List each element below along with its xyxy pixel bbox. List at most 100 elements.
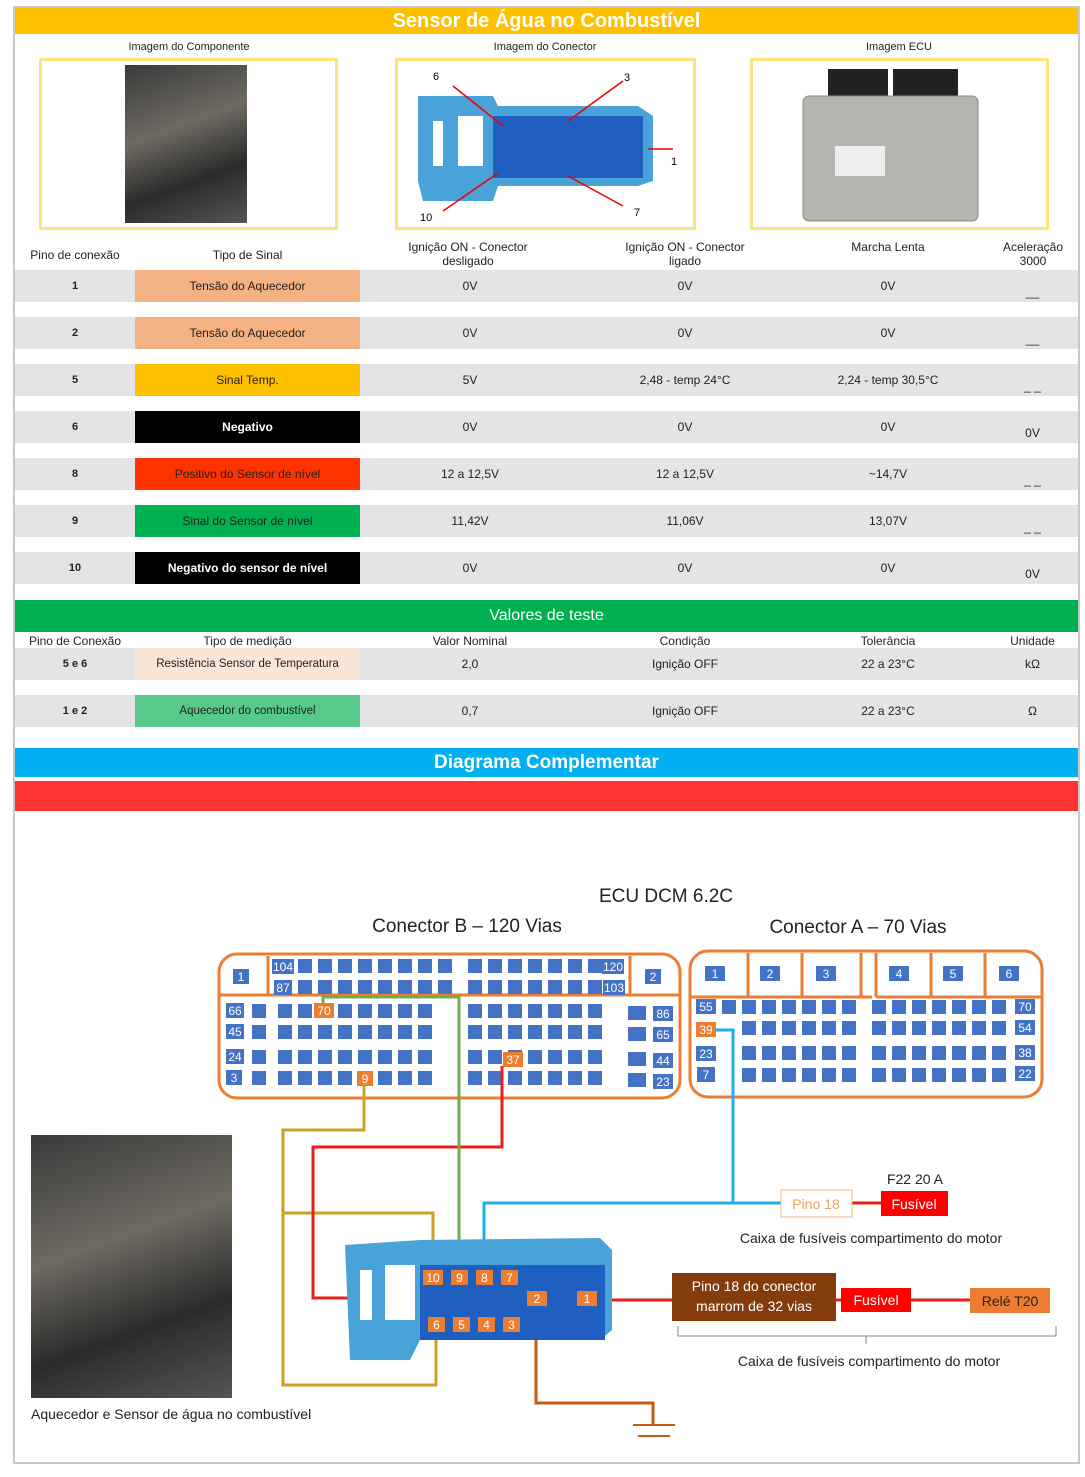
connector-pin (438, 980, 452, 994)
connector-pin (527, 1291, 547, 1306)
idle-value: 0V (880, 326, 896, 340)
signal-type-cell: Sinal do Sensor de nível (135, 505, 360, 537)
accel-value: __ (1025, 285, 1040, 299)
connector-pin (508, 1025, 522, 1039)
pin-number-label: 104 (273, 960, 293, 974)
connector-pin (912, 1068, 926, 1082)
pin-number-label: 103 (604, 981, 624, 995)
connector-pin (802, 1046, 816, 1060)
test-values-title: Valores de teste (15, 600, 1078, 632)
pin-number-label: 22 (1018, 1067, 1032, 1081)
test-row: 5 e 6 Resistência Sensor de Temperatura … (15, 648, 1078, 680)
header-ign-on-connector: Ignição ON - Conector ligado (625, 240, 745, 268)
connector-pin (528, 1071, 542, 1085)
signal-type-cell: Tensão do Aquecedor (135, 317, 360, 349)
connector-pin (298, 1050, 312, 1064)
connector-pin (528, 980, 542, 994)
connector-pin (488, 1050, 502, 1064)
pin-number-label: 6 (433, 1318, 440, 1332)
connector-pin (451, 1270, 468, 1285)
connector-image-label: Imagem do Conector (493, 41, 597, 53)
accel-value: 0V (1025, 426, 1040, 440)
pin-number-label: 8 (481, 1271, 488, 1285)
connector-pin (358, 959, 372, 973)
condition-value: Ignição OFF (651, 657, 719, 671)
connector-pin (378, 959, 392, 973)
test-header-condition: Condição (659, 634, 711, 648)
ign-on-value: 2,48 - temp 24°C (639, 373, 731, 387)
ecu-model-label: ECU DCM 6.2C (599, 886, 733, 907)
connector-pin (628, 1027, 646, 1041)
wire-pin2-ground (534, 1306, 655, 1425)
connector-pin (568, 980, 582, 994)
fuse-box-1 (881, 1191, 948, 1216)
connector-pin (252, 1025, 266, 1039)
connector-pin (972, 1046, 986, 1060)
page-title: Sensor de Água no Combustível (15, 8, 1078, 34)
connector-pin (992, 1046, 1006, 1060)
connector-pin (588, 1050, 602, 1064)
connector-pin (298, 980, 312, 994)
connector-illustration: 6 3 1 10 7 (418, 71, 677, 224)
connector-pin (298, 1004, 312, 1018)
pin-number-label: 23 (656, 1075, 670, 1089)
connector-pin (528, 1004, 542, 1018)
connector-pin (528, 1050, 542, 1064)
ign-on-value: 0V (677, 279, 693, 293)
pin-number-label: 3 (231, 1071, 238, 1085)
connector-pin (568, 1025, 582, 1039)
pin-number-label: 24 (228, 1050, 242, 1064)
pin-number-label: 2 (534, 1292, 541, 1306)
signal-row: 1 Tensão do Aquecedor 0V 0V 0V __ (15, 270, 1078, 302)
accel-value: __ (1025, 332, 1040, 346)
connector-pin (378, 1071, 392, 1085)
connector-pin (992, 1021, 1006, 1035)
wire-pin8 (482, 1028, 781, 1265)
connector-pin (278, 1004, 292, 1018)
connector-pin (653, 1027, 673, 1042)
connector-pin (653, 1006, 673, 1021)
pin-number-label: 3 (823, 967, 830, 981)
wire-pin9-signal (321, 995, 461, 1265)
signal-row: 9 Sinal do Sensor de nível 11,42V 11,06V… (15, 505, 1078, 537)
connector-pin (398, 959, 412, 973)
pin-number-label: 4 (896, 967, 903, 981)
pin-number-label: 1 (584, 1292, 591, 1306)
idle-value: ~14,7V (868, 467, 908, 481)
connector-pin (762, 1046, 776, 1060)
connector-pin (418, 1071, 432, 1085)
connector-pin (378, 980, 392, 994)
connector-pin (468, 1071, 482, 1085)
wire-pin9 (281, 1084, 438, 1387)
connector-pin (588, 1004, 602, 1018)
accel-value: 0V (1025, 567, 1040, 581)
red-separator (15, 781, 1078, 811)
fuse-box-caption-1: Caixa de fusíveis compartimento do motor (740, 1230, 1003, 1246)
nominal-value: 0,7 (461, 704, 479, 718)
connector-pin (418, 1004, 432, 1018)
pin-number-label: 5 (458, 1318, 465, 1332)
connector-pin (943, 966, 963, 981)
connector-pin (588, 959, 602, 973)
pin-number-label: 7 (703, 1068, 710, 1082)
connector-pin (358, 980, 372, 994)
ign-on-value: 11,06V (666, 514, 704, 528)
connector-pin (338, 1025, 352, 1039)
pin-number-label: 44 (656, 1054, 670, 1068)
connector-pin (488, 1025, 502, 1039)
connector-pin (398, 1050, 412, 1064)
connector-pin (488, 980, 502, 994)
connector-pin (568, 1050, 582, 1064)
connector-pin (418, 1025, 432, 1039)
connector-pin (314, 1003, 334, 1018)
ecu-image-box (750, 58, 1049, 230)
ecu-image-label: Imagem ECU (865, 41, 933, 53)
connector-pin (932, 1021, 946, 1035)
fuse-box-caption-2: Caixa de fusíveis compartimento do motor (738, 1353, 1001, 1369)
connector-pin (912, 1046, 926, 1060)
pin-cell: 5 (71, 374, 79, 386)
connector-pin (872, 1046, 886, 1060)
test-header-tolerance: Tolerância (860, 634, 916, 648)
connector-pin (972, 1021, 986, 1035)
connector-pin (742, 1000, 756, 1014)
